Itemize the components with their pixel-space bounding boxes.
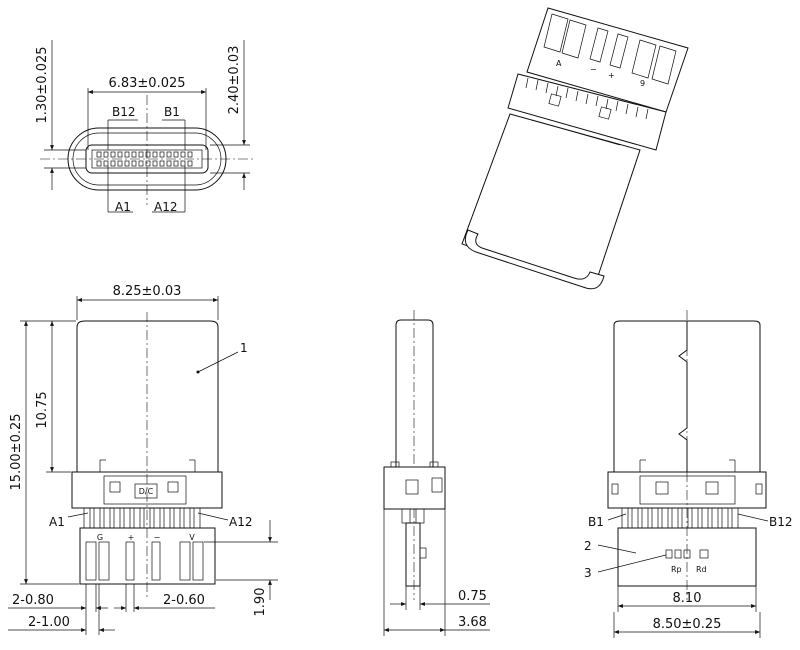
bottom-board-dimension: 8.10 — [673, 591, 702, 606]
top-pad-minus — [151, 541, 161, 581]
top-pad-plus-label: + — [128, 533, 135, 542]
bottom-rp-label: Rp — [671, 565, 682, 574]
bottom-pins — [621, 507, 739, 529]
bottom-pin-b12-label: B12 — [769, 515, 793, 529]
top-pad-g-label: G — [97, 533, 103, 542]
top-view: D/C G + − V 8.25±0.03 15.00±0.25 — [8, 284, 278, 635]
top-chip-label: D/C — [139, 487, 154, 496]
side-thickness-dimension: 0.75 — [458, 589, 487, 604]
iso-pins — [525, 77, 649, 120]
top-pad-v1 — [179, 541, 191, 581]
bottom-callout-3: 3 — [584, 566, 592, 580]
front-width-dimension: 6.83±0.025 — [108, 76, 185, 91]
top-pad-pitch-dimension: 2-1.00 — [28, 615, 70, 630]
bottom-rd-label: Rd — [696, 565, 707, 574]
top-pad-minus-label: − — [154, 533, 161, 542]
top-total-length-dimension: 15.00±0.25 — [9, 413, 24, 490]
iso-shell — [461, 113, 641, 289]
bottom-resistor-rp-b — [674, 549, 682, 559]
front-pin-b1-label: B1 — [164, 105, 180, 119]
iso-pad-minus-label: − — [590, 65, 597, 74]
isometric-view: A − + 9 — [461, 7, 689, 290]
side-total-dimension: 3.68 — [458, 615, 487, 630]
bottom-view: Rp Rd B1 B12 2 3 8.10 8.50±0.25 — [584, 310, 793, 638]
front-pin-b12-label: B12 — [112, 105, 136, 119]
top-pad-g1 — [85, 541, 97, 581]
bottom-total-width-dimension: 8.50±0.25 — [653, 617, 722, 632]
top-pad-g2 — [98, 541, 110, 581]
top-pin-a1-label: A1 — [49, 515, 65, 529]
bottom-pin-b1-label: B1 — [588, 515, 604, 529]
bottom-resistor-rp-a — [665, 549, 673, 559]
side-shell — [395, 319, 434, 468]
front-view: 6.83±0.025 1.30±0.025 2.40±0.03 B12 B1 A… — [35, 40, 255, 214]
bottom-shell — [613, 320, 761, 473]
top-pad-plus — [125, 541, 135, 581]
side-overmold — [383, 466, 446, 510]
top-shell-length-dimension: 10.75 — [35, 391, 50, 428]
top-chip — [134, 483, 158, 499]
top-shell — [76, 320, 219, 473]
side-pcb — [405, 522, 421, 587]
front-left-height-dimension: 1.30±0.025 — [35, 46, 50, 123]
top-pin-a12-label: A12 — [229, 515, 252, 529]
iso-pads — [543, 13, 677, 85]
iso-overmold — [507, 73, 667, 151]
top-pad-small-dimension: 2-0.60 — [163, 593, 205, 608]
iso-pad-plus-label: + — [608, 71, 615, 80]
side-view: 0.75 3.68 — [383, 310, 490, 636]
iso-pad-a-label: A — [556, 59, 562, 68]
top-pad-v2 — [192, 541, 204, 581]
iso-opening — [464, 229, 605, 290]
front-pin-a12-label: A12 — [154, 200, 177, 214]
top-width-dimension: 8.25±0.03 — [113, 284, 182, 299]
top-pins — [83, 507, 201, 529]
top-pcb — [79, 527, 216, 585]
top-pad-width-dimension: 2-0.80 — [12, 593, 54, 608]
top-pad-height-dimension: 1.90 — [253, 588, 268, 617]
bottom-seam — [678, 321, 688, 472]
top-pad-v-label: V — [189, 533, 195, 542]
bottom-resistor-rd — [699, 549, 709, 559]
top-callout-1: 1 — [240, 341, 248, 355]
iso-pad-9-label: 9 — [640, 79, 645, 88]
bottom-callout-2: 2 — [584, 539, 592, 553]
front-right-height-dimension: 2.40±0.03 — [227, 46, 242, 115]
front-pin-a1-label: A1 — [115, 200, 131, 214]
front-contacts — [96, 151, 193, 167]
